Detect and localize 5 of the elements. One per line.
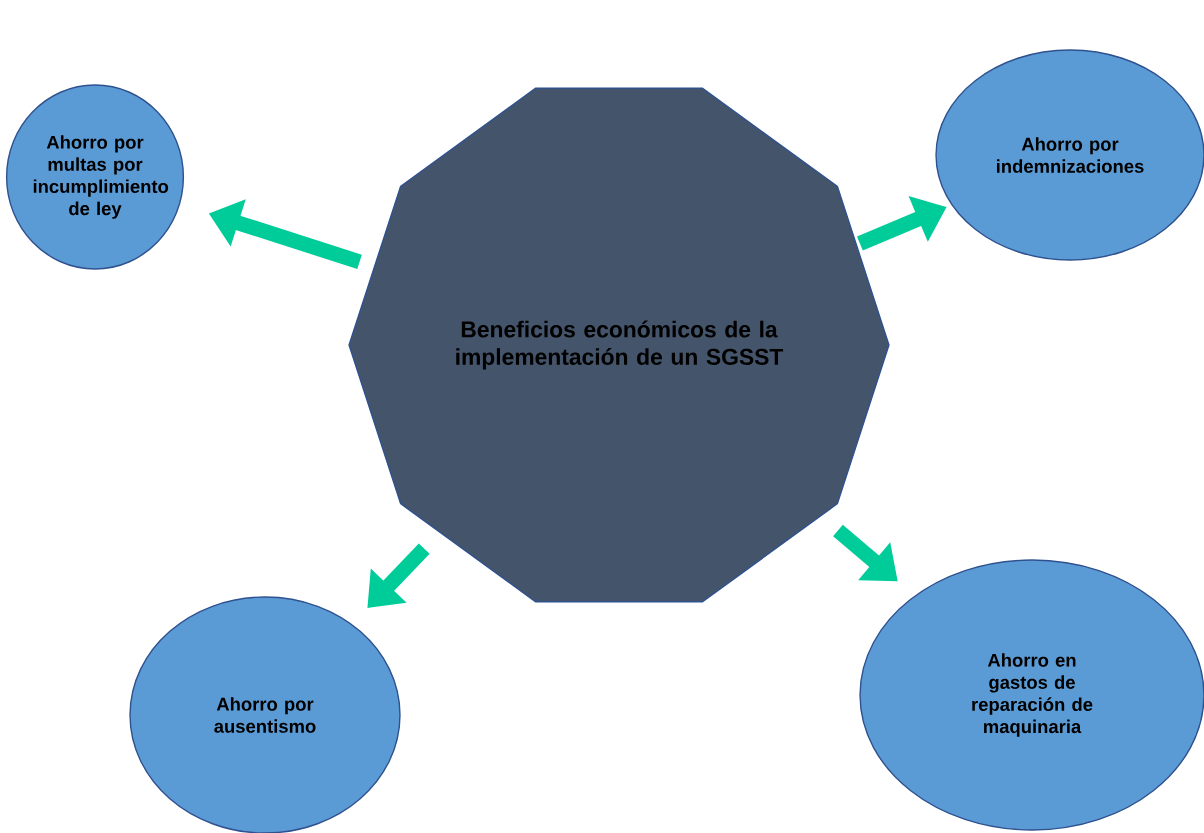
circle-node: Ahorro por ausentismo	[129, 596, 401, 833]
circle-node: Ahorro en gastos de reparación de maquinaria	[859, 559, 1204, 831]
block-arrow	[367, 543, 430, 608]
circle-node: Ahorro por multas por incumplimiento de ley	[5, 84, 185, 270]
circle-node: Ahorro por indemnizaciones	[935, 49, 1204, 261]
